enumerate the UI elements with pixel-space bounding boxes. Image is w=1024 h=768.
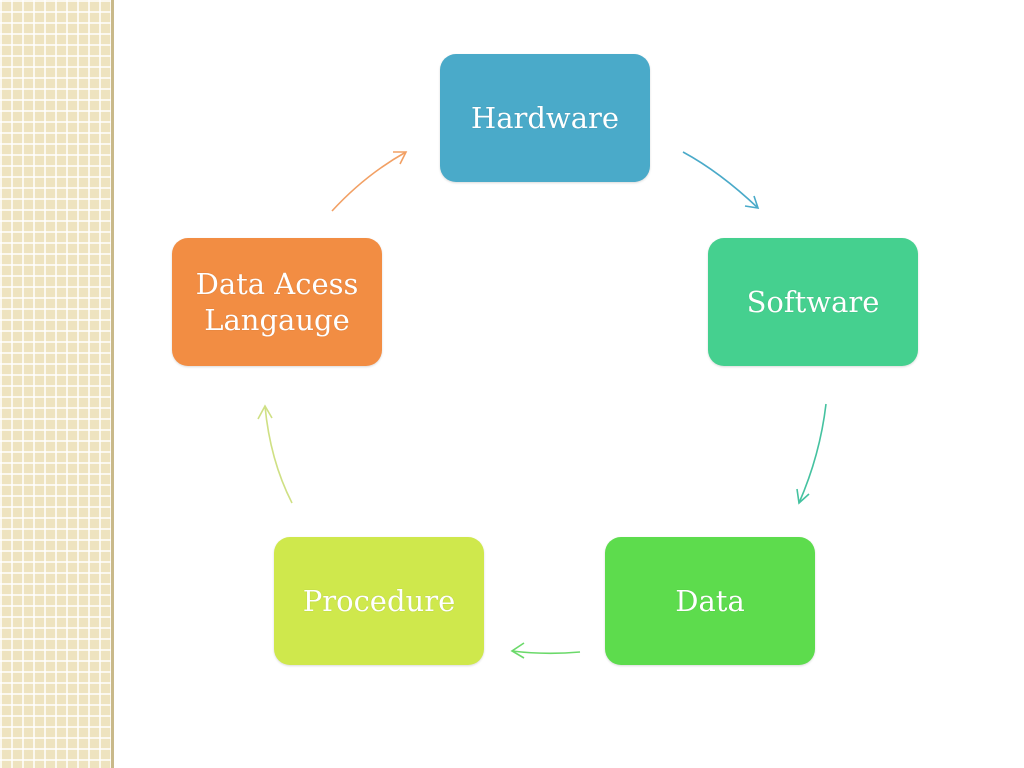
side-grid-pattern — [0, 0, 113, 768]
node-hardware-label: Hardware — [470, 100, 620, 135]
arrowhead-hardware-to-software — [744, 195, 760, 209]
arrowhead-software-to-data — [796, 488, 810, 505]
node-data-access-language: Data Acess Langauge — [172, 238, 382, 366]
arrowhead-data-to-procedure — [510, 642, 525, 659]
side-border-line — [111, 0, 114, 768]
node-data-access-language-label: Data Acess Langauge — [195, 266, 359, 337]
node-procedure: Procedure — [274, 537, 484, 665]
arrow-dal-to-hardware — [331, 151, 407, 212]
node-hardware: Hardware — [440, 54, 650, 182]
arrow-software-to-data — [798, 403, 827, 504]
node-software-label: Software — [746, 284, 880, 319]
node-procedure-label: Procedure — [302, 583, 456, 618]
arrowhead-dal-to-hardware — [393, 151, 408, 165]
node-software: Software — [708, 238, 918, 366]
arrow-data-to-procedure — [511, 650, 581, 655]
node-data-label: Data — [675, 583, 745, 618]
node-data: Data — [605, 537, 815, 665]
arrow-hardware-to-software — [682, 151, 759, 209]
arrowhead-procedure-to-dal — [257, 404, 273, 420]
arrow-procedure-to-dal — [264, 405, 293, 504]
